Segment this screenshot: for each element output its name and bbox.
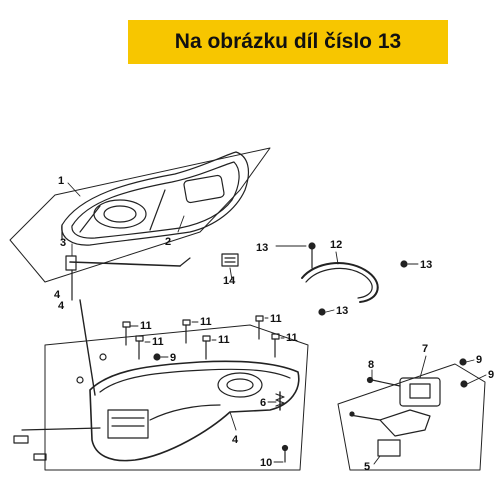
callout-13: 13	[256, 242, 268, 254]
clip-13-bottom	[318, 308, 326, 316]
spring-6-coils	[275, 393, 285, 407]
callout-5: 5	[364, 461, 370, 473]
bolt-11	[271, 333, 280, 358]
box-contour	[149, 404, 221, 421]
lock-cable-8	[371, 379, 401, 387]
lock-housing	[399, 377, 441, 407]
seat-recess-inner	[103, 205, 137, 223]
seat-stay-rod	[79, 299, 96, 396]
box-lead-line	[21, 427, 101, 431]
bolt-11	[135, 335, 144, 360]
lock-bracket	[379, 409, 431, 437]
seat-rib	[79, 205, 101, 233]
callout-6: 6	[260, 397, 266, 409]
box-grommet	[76, 376, 84, 384]
callout-13: 13	[336, 305, 348, 317]
callout-11: 11	[140, 320, 152, 332]
callout-4: 4	[58, 300, 65, 312]
callout-1: 1	[58, 175, 64, 187]
seat-hinge-plate	[183, 174, 225, 204]
box-grommet	[99, 353, 107, 361]
callout-14: 14	[223, 275, 236, 287]
callout-11: 11	[200, 316, 212, 328]
part-number-banner: Na obrázku díl číslo 13	[128, 20, 448, 64]
callout-11: 11	[152, 336, 164, 348]
box-clip-part	[33, 453, 47, 461]
callout-8: 8	[368, 359, 374, 371]
hose-assembly	[301, 242, 408, 316]
bolt-11	[122, 321, 131, 346]
lock-cylinder-5	[377, 439, 401, 457]
lock-rod	[349, 414, 381, 421]
seat-inner-edge	[71, 161, 240, 239]
clip-13-right	[400, 260, 408, 268]
bolt-10-head	[281, 444, 289, 452]
lock-housing-inner	[409, 383, 431, 399]
bolt-9	[153, 353, 161, 361]
callout-2: 2	[165, 236, 171, 248]
callout-11: 11	[270, 313, 282, 325]
bolt-11	[255, 315, 264, 340]
seat-outline	[61, 151, 249, 246]
hose-12	[301, 262, 379, 303]
part-14-tag	[221, 253, 239, 267]
callout-11: 11	[286, 332, 298, 344]
leader-lines	[67, 182, 487, 465]
storage-box-opening-inner	[226, 378, 254, 392]
callout-13: 13	[420, 259, 432, 271]
lock-screw	[349, 411, 355, 417]
seat-helmet-recess	[93, 199, 147, 229]
bolt-11	[202, 335, 211, 360]
callout-9: 9	[170, 352, 176, 364]
storage-box-opening	[217, 372, 263, 398]
lock-screw-8	[366, 376, 374, 384]
banner-text: Na obrázku díl číslo 13	[174, 30, 402, 53]
lock-group-frame	[337, 363, 486, 471]
seat-rib	[149, 189, 166, 231]
lock-assembly	[337, 358, 486, 471]
callout-12: 12	[330, 239, 342, 251]
hinge-rod	[69, 261, 181, 267]
seat-hinge-bar	[65, 255, 191, 301]
bolt-set	[76, 315, 289, 463]
storage-box-outline	[89, 360, 300, 462]
callout-9: 9	[476, 354, 482, 366]
callout-11: 11	[218, 334, 230, 346]
callout-3: 3	[60, 237, 66, 249]
storage-box-group	[13, 299, 309, 471]
seat-group-frame	[9, 147, 271, 283]
lock-bolt-9	[459, 358, 467, 366]
hinge-rod-end	[179, 257, 191, 267]
seat-assembly	[9, 147, 271, 283]
callout-7: 7	[422, 343, 428, 355]
callout-4: 4	[232, 434, 239, 446]
callout-4: 4	[54, 289, 61, 301]
box-clip-part	[13, 435, 29, 444]
callout-10: 10	[260, 457, 272, 469]
clip-13-top	[308, 242, 316, 250]
callout-9: 9	[488, 369, 494, 381]
lock-bolt-9	[460, 380, 468, 388]
bolt-11	[182, 319, 191, 344]
storage-box-rim	[99, 368, 291, 393]
box-group-frame	[44, 324, 309, 471]
storage-box-compartment	[107, 409, 149, 439]
hinge-bracket	[65, 255, 77, 271]
hose-12-inner	[305, 267, 373, 299]
callout-labels: 1 2 3 4 4 14 13 12 13 13 11 11 11 11 11 …	[54, 175, 494, 473]
